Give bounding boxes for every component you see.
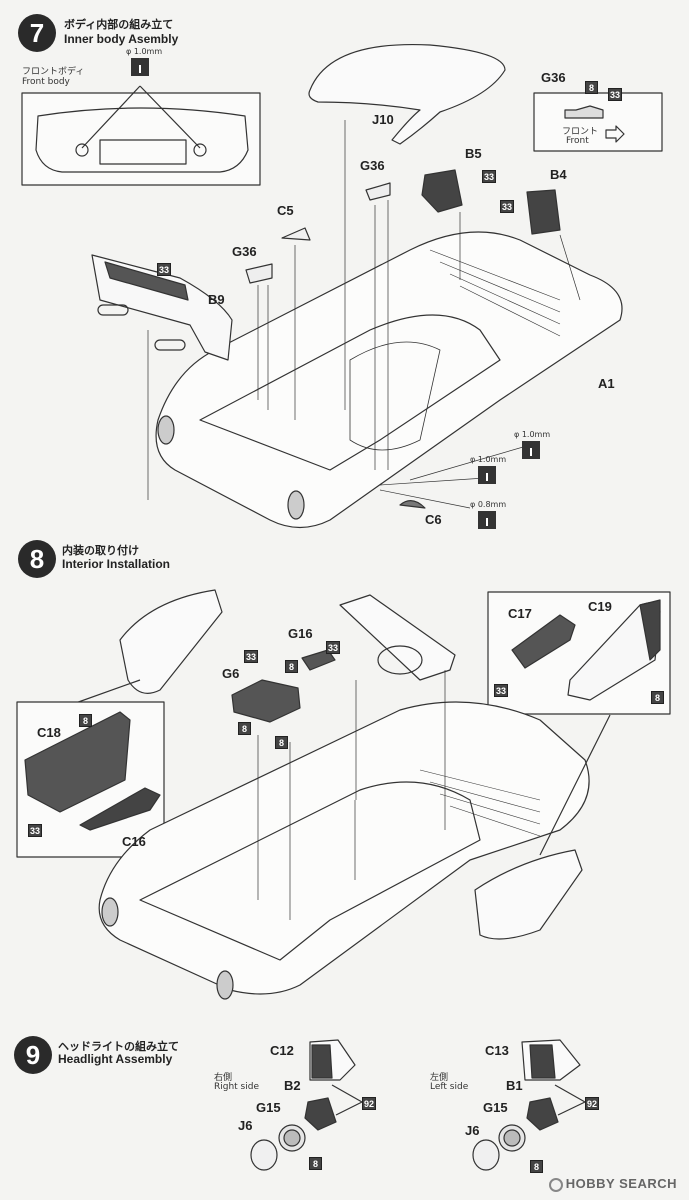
label-a1: A1 xyxy=(598,376,615,391)
tag-92-left: 92 xyxy=(585,1097,600,1110)
front-body-label-en: Front body xyxy=(22,77,70,87)
drill-label-3: φ 0.8mm xyxy=(470,500,507,509)
label-g36-inset: G36 xyxy=(541,70,566,85)
door-left xyxy=(119,589,223,694)
front-arrow xyxy=(605,125,625,143)
step-8-title-en: Interior Installation xyxy=(62,557,171,571)
label-b2: B2 xyxy=(284,1078,301,1093)
label-g36-upper: G36 xyxy=(360,158,385,173)
label-g36-lower: G36 xyxy=(232,244,257,259)
hobby-search-watermark: HOBBY SEARCH xyxy=(548,1176,677,1192)
watermark-text: HOBBY SEARCH xyxy=(565,1176,677,1192)
tag-8-left: 8 xyxy=(530,1160,543,1173)
drill-icon-1 xyxy=(522,441,540,459)
right-side-jp: 右側 xyxy=(214,1073,233,1083)
j6-lens-right xyxy=(250,1139,278,1171)
tag-33-b4: 33 xyxy=(500,200,515,213)
label-c16: C16 xyxy=(122,834,146,849)
j10-cover xyxy=(308,43,506,145)
label-c5: C5 xyxy=(277,203,294,218)
b2-part xyxy=(304,1097,337,1131)
step-7-title-jp: ボディ内部の組み立て xyxy=(64,18,174,31)
label-j10: J10 xyxy=(372,112,394,127)
c16-part xyxy=(79,787,161,831)
tag-8-c19: 8 xyxy=(651,691,664,704)
drill-label-2: φ 1.0mm xyxy=(470,455,507,464)
label-b1: B1 xyxy=(506,1078,523,1093)
b5-part xyxy=(421,169,463,213)
label-c19: C19 xyxy=(588,599,612,614)
tag-33-g6: 33 xyxy=(244,650,259,663)
tag-8-right: 8 xyxy=(309,1157,322,1170)
chassis-step7 xyxy=(155,231,623,529)
tag-33-c17: 33 xyxy=(494,684,509,697)
label-g16: G16 xyxy=(288,626,313,641)
tag-33: 33 xyxy=(608,88,623,101)
tag-33-c18: 33 xyxy=(28,824,43,837)
label-c13: C13 xyxy=(485,1043,509,1058)
label-c17: C17 xyxy=(508,606,532,621)
drill-icon-3 xyxy=(478,511,496,529)
label-g15-left: G15 xyxy=(483,1100,508,1115)
step-8-number: 8 xyxy=(18,540,56,578)
step-8-title-jp: 内装の取り付け xyxy=(62,544,139,557)
b1-part xyxy=(526,1097,559,1131)
tag-33-g16: 33 xyxy=(326,641,341,654)
step-9-number: 9 xyxy=(14,1036,52,1074)
b4-part xyxy=(526,189,561,235)
tag-8-g6a: 8 xyxy=(238,722,251,735)
drill-icon-2 xyxy=(478,466,496,484)
g16-part xyxy=(301,649,336,671)
label-c18: C18 xyxy=(37,725,61,740)
tag-92-right: 92 xyxy=(362,1097,377,1110)
label-g15-right: G15 xyxy=(256,1100,281,1115)
label-j6-left: J6 xyxy=(465,1123,480,1138)
chassis-step8 xyxy=(98,701,590,995)
tag-8-g16: 8 xyxy=(285,660,298,673)
j6-lens-left xyxy=(472,1139,500,1171)
step-7-number: 7 xyxy=(18,14,56,52)
front-label-en: Front xyxy=(566,136,589,146)
label-b5: B5 xyxy=(465,146,482,161)
left-side-en: Left side xyxy=(430,1082,469,1092)
tag-8-g6b: 8 xyxy=(275,736,288,749)
g6-part xyxy=(231,679,301,723)
front-body-radiator xyxy=(99,139,187,165)
tag-33-b9: 33 xyxy=(157,263,172,276)
label-c12: C12 xyxy=(270,1043,294,1058)
watermark-logo-icon xyxy=(548,1178,563,1192)
step-9-title-en: Headlight Assembly xyxy=(58,1052,173,1066)
label-b9: B9 xyxy=(208,292,225,307)
step-7-title-en: Inner body Asembly xyxy=(64,32,179,46)
front-label-jp: フロント xyxy=(562,127,599,137)
drill-label-1: φ 1.0mm xyxy=(514,430,551,439)
tag-33-b5: 33 xyxy=(482,170,497,183)
tag-8: 8 xyxy=(585,81,598,94)
label-b4: B4 xyxy=(550,167,567,182)
left-side-jp: 左側 xyxy=(430,1073,449,1083)
c18-part xyxy=(24,711,131,813)
drill-icon xyxy=(131,58,149,76)
label-c6: C6 xyxy=(425,512,442,527)
dashboard xyxy=(339,594,456,681)
tag-8-c18: 8 xyxy=(79,714,92,727)
c17-part xyxy=(511,614,576,669)
step-9-title-jp: ヘッドライトの組み立て xyxy=(58,1040,179,1053)
label-j6-right: J6 xyxy=(238,1118,253,1133)
front-body-label-jp: フロントボディ xyxy=(22,67,85,77)
right-side-en: Right side xyxy=(214,1082,259,1092)
label-g6: G6 xyxy=(222,666,240,681)
drill-size-label: φ 1.0mm xyxy=(126,47,163,56)
front-body-outline xyxy=(35,107,249,173)
g36-inset-box xyxy=(533,92,663,152)
door-right xyxy=(474,849,583,940)
